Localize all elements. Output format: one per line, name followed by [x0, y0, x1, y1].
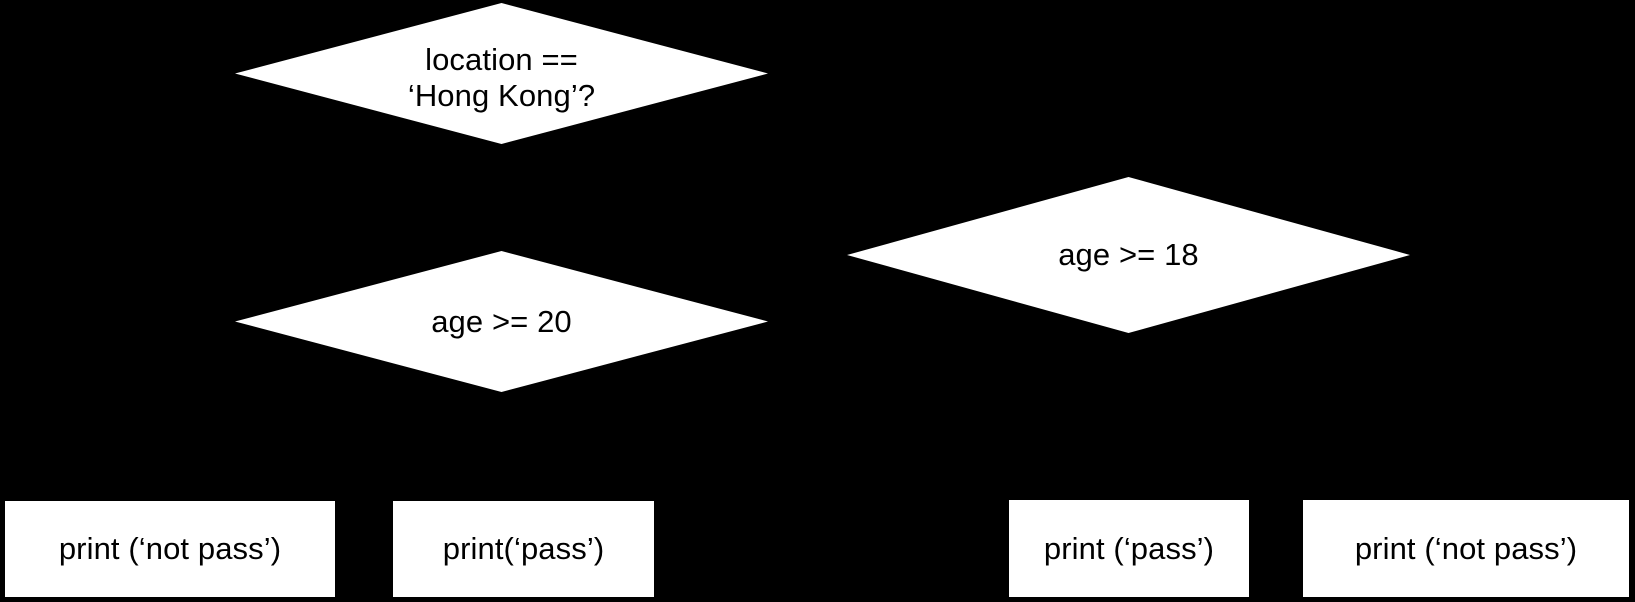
- process-node-pass-right[interactable]: print (‘pass’): [1009, 500, 1249, 597]
- process-node-not-pass-right[interactable]: print (‘not pass’): [1303, 500, 1629, 597]
- process-label-not-pass-right: print (‘not pass’): [1354, 530, 1578, 566]
- decision-label-age-20: age >= 20: [431, 303, 572, 339]
- process-label-not-pass-left: print (‘not pass’): [58, 531, 282, 566]
- process-node-not-pass-left[interactable]: print (‘not pass’): [5, 501, 335, 597]
- decision-label-age-18: age >= 18: [1058, 237, 1199, 273]
- process-label-pass-left: print(‘pass’): [442, 531, 605, 566]
- decision-node-location[interactable]: location == ‘Hong Kong’?: [235, 3, 768, 144]
- process-label-pass-right: print (‘pass’): [1043, 530, 1215, 566]
- process-node-pass-left[interactable]: print(‘pass’): [393, 501, 654, 597]
- decision-label-location: location == ‘Hong Kong’?: [407, 42, 596, 113]
- decision-node-age-18[interactable]: age >= 18: [847, 177, 1410, 333]
- decision-node-age-20[interactable]: age >= 20: [235, 251, 768, 392]
